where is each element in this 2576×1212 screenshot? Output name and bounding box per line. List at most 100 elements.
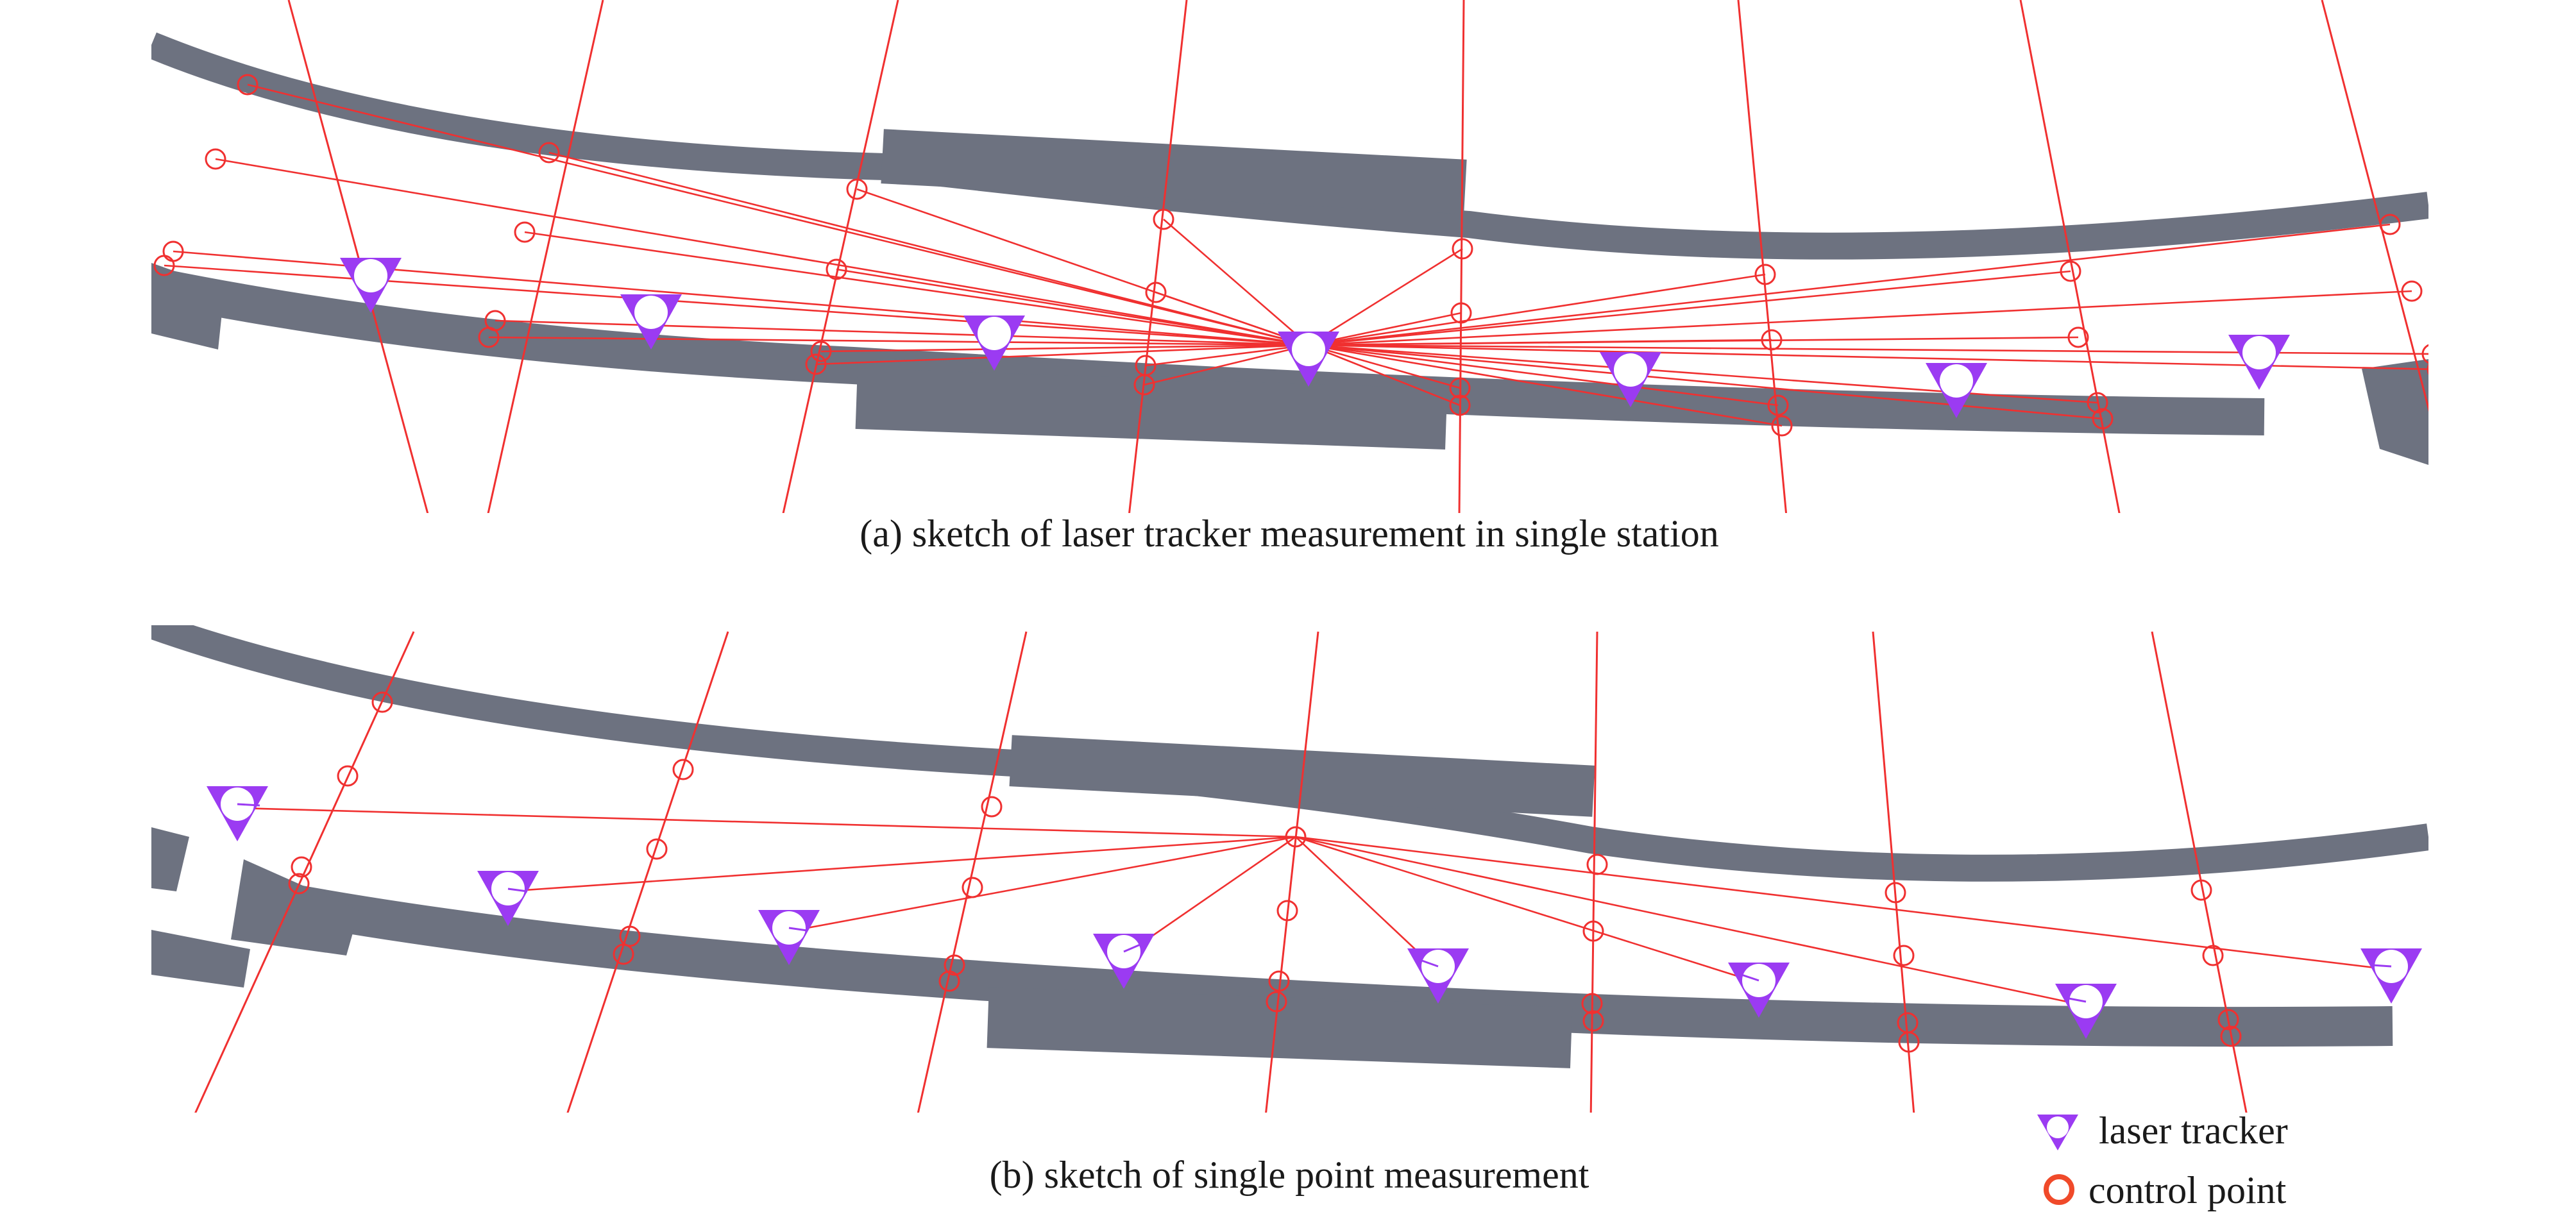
control-point [2401,280,2423,302]
control-point [846,178,868,200]
control-point [2060,260,2081,282]
control-point [613,943,634,965]
sight-line [820,344,1309,353]
panel-a-diagram [151,0,2428,513]
control-point [1582,920,1604,942]
control-point [1452,238,1473,260]
control-point [2427,364,2428,375]
sight-line [1308,344,2103,420]
control-point [371,691,393,713]
control-point [2202,945,2224,966]
laser-tracker [477,871,539,926]
control-point [2087,392,2108,414]
control-point [337,765,359,787]
control-point [805,353,827,375]
sight-line [1308,336,2079,346]
control-point [1581,993,1603,1014]
control-point [944,954,965,976]
control-point [1266,991,1287,1013]
section-line [1128,0,1188,513]
section-line [782,0,899,513]
legend-tracker-label: laser tracker [2099,1109,2288,1152]
section-line [1589,631,1598,1113]
control-point [1898,1031,1920,1053]
control-point [1767,394,1789,416]
sight-line [1308,344,1461,407]
panel-b-trackers [207,786,2422,1039]
laser-tracker [2360,948,2422,1004]
sight-line [1295,836,1758,984]
panel-b-sight-lines [235,807,2391,1007]
control-point [1582,1010,1604,1032]
laser-tracker [758,910,820,965]
laser-tracker [2228,335,2290,390]
control-point [1893,945,1915,966]
sight-line [1308,290,2412,346]
sight-line [815,344,1309,366]
control-point [2217,1009,2239,1031]
sight-line [495,319,1309,346]
section-line [1265,631,1319,1113]
sight-line [215,158,1309,346]
laser-tracker [1278,332,1339,387]
sight-line [1295,836,2085,1007]
sight-line [524,231,1309,346]
sight-line [1308,344,1461,389]
control-point [810,341,832,362]
sight-line [836,268,1309,346]
laser-tracker [1728,963,1790,1018]
control-point [2220,1025,2242,1047]
laser-tracker [963,316,1025,371]
legend-control-label: control point [2089,1169,2287,1211]
control-point [962,877,983,898]
control-point [2067,326,2089,348]
control-point [288,873,310,895]
control-point [672,759,694,780]
control-point [1586,854,1608,875]
control-point [291,856,312,878]
control-point-icon [2044,1174,2074,1205]
laser-tracker [1093,934,1155,989]
control-point [478,326,500,348]
section-line [2019,0,2121,513]
control-point [2421,344,2428,364]
sight-line [1308,248,1463,346]
control-point [646,838,668,860]
control-point [1761,329,1783,351]
laser-tracker [207,786,268,841]
laser-tracker [1926,363,1987,418]
sight-line [1125,836,1296,955]
section-line [1872,631,1915,1113]
control-point [237,74,258,96]
control-point [1885,882,1906,904]
sight-line [1308,344,1779,407]
laser-tracker [620,294,682,349]
section-line [566,631,729,1113]
control-point [1276,900,1298,922]
section-line [917,631,1028,1113]
laser-tracker [1407,948,1469,1004]
control-point [205,148,226,170]
panel-b-diagram [151,625,2428,1113]
panel-a-control-points [153,74,2428,437]
panel-a-walls [151,32,2428,465]
control-point [2092,408,2114,430]
control-point [153,255,175,276]
sight-line [1308,223,2391,346]
laser-tracker [1600,352,1661,407]
sight-line [790,836,1296,932]
laser-tracker [340,258,402,313]
control-point [981,796,1003,818]
section-line [487,0,604,513]
sight-line [247,83,1309,346]
legend: laser tracker control point [2037,1109,2288,1211]
control-point [1153,208,1174,230]
control-point [1450,302,1472,324]
control-point [938,970,960,992]
sight-line [1144,344,1309,386]
sight-line [1308,270,2071,346]
laser-tracker [2055,984,2117,1039]
control-point [2190,879,2212,901]
control-point [1449,377,1471,399]
